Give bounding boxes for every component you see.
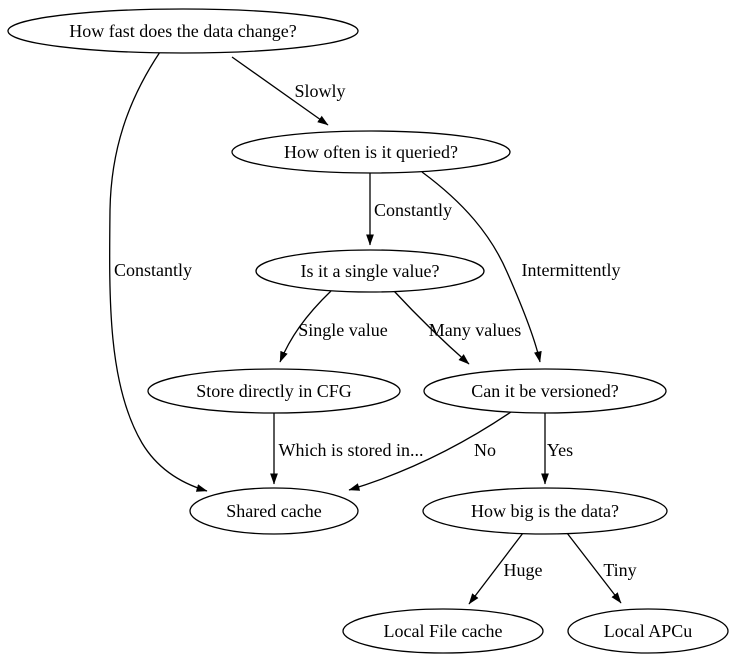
node-local-file: Local File cache (342, 608, 544, 654)
edge-line-single-value (279, 290, 332, 363)
edge-line-no (348, 411, 512, 491)
edge-which-stored: Which is stored in... (270, 413, 424, 485)
edge-constantly-left: Constantly (109, 51, 208, 492)
node-label-how-often: How often is it queried? (284, 142, 458, 162)
node-local-apcu: Local APCu (567, 608, 729, 654)
node-ellipse-store-cfg (147, 368, 401, 414)
node-label-local-file: Local File cache (384, 621, 503, 641)
node-ellipse-shared-cache (189, 487, 359, 535)
node-label-how-big: How big is the data? (471, 501, 619, 521)
edge-constantly-mid: Constantly (366, 173, 452, 246)
node-label-local-apcu: Local APCu (604, 621, 693, 641)
edge-line-intermittently (421, 171, 542, 363)
node-ellipse-how-big (422, 487, 668, 535)
edge-many-values: Many values (393, 290, 521, 365)
edge-label-constantly-mid: Constantly (374, 200, 452, 220)
node-versioned: Can it be versioned? (423, 368, 667, 414)
node-label-single-value: Is it a single value? (301, 261, 440, 281)
node-ellipse-local-apcu (567, 608, 729, 654)
edge-label-yes: Yes (547, 440, 573, 460)
nodes-layer: How fast does the data change? How often … (7, 8, 729, 654)
edge-single-value: Single value (279, 290, 388, 363)
node-ellipse-single-value (255, 249, 485, 293)
node-label-store-cfg: Store directly in CFG (196, 381, 352, 401)
edge-yes: Yes (541, 413, 573, 485)
edge-slowly: Slowly (231, 56, 346, 126)
edge-huge: Huge (468, 532, 543, 605)
node-shared-cache: Shared cache (189, 487, 359, 535)
edge-label-which-stored: Which is stored in... (279, 440, 424, 460)
node-store-cfg: Store directly in CFG (147, 368, 401, 414)
edge-label-tiny: Tiny (603, 560, 636, 580)
node-ellipse-versioned (423, 368, 667, 414)
edge-label-single-value: Single value (298, 320, 387, 340)
edge-label-many-values: Many values (429, 320, 521, 340)
edge-intermittently: Intermittently (421, 171, 621, 363)
edge-label-constantly-left: Constantly (114, 260, 192, 280)
node-label-shared-cache: Shared cache (226, 501, 321, 521)
node-label-how-fast: How fast does the data change? (69, 21, 296, 41)
edge-line-many-values (393, 290, 470, 365)
edges-layer: SlowlyConstantlyConstantlyIntermittently… (109, 51, 637, 605)
edge-line-tiny (566, 532, 622, 604)
edge-label-intermittently: Intermittently (522, 260, 621, 280)
node-ellipse-local-file (342, 608, 544, 654)
edge-tiny: Tiny (566, 532, 637, 604)
edge-no: No (348, 411, 512, 491)
edge-line-constantly-left (109, 51, 208, 492)
node-ellipse-how-fast (7, 8, 359, 54)
node-how-often: How often is it queried? (231, 130, 511, 174)
edge-label-huge: Huge (504, 560, 543, 580)
node-how-big: How big is the data? (422, 487, 668, 535)
edge-line-huge (468, 532, 524, 605)
edge-line-slowly (231, 56, 329, 126)
node-ellipse-how-often (231, 130, 511, 174)
node-how-fast: How fast does the data change? (7, 8, 359, 54)
edge-label-slowly: Slowly (294, 81, 345, 101)
edge-label-no: No (474, 440, 496, 460)
node-label-versioned: Can it be versioned? (471, 381, 618, 401)
node-single-value: Is it a single value? (255, 249, 485, 293)
